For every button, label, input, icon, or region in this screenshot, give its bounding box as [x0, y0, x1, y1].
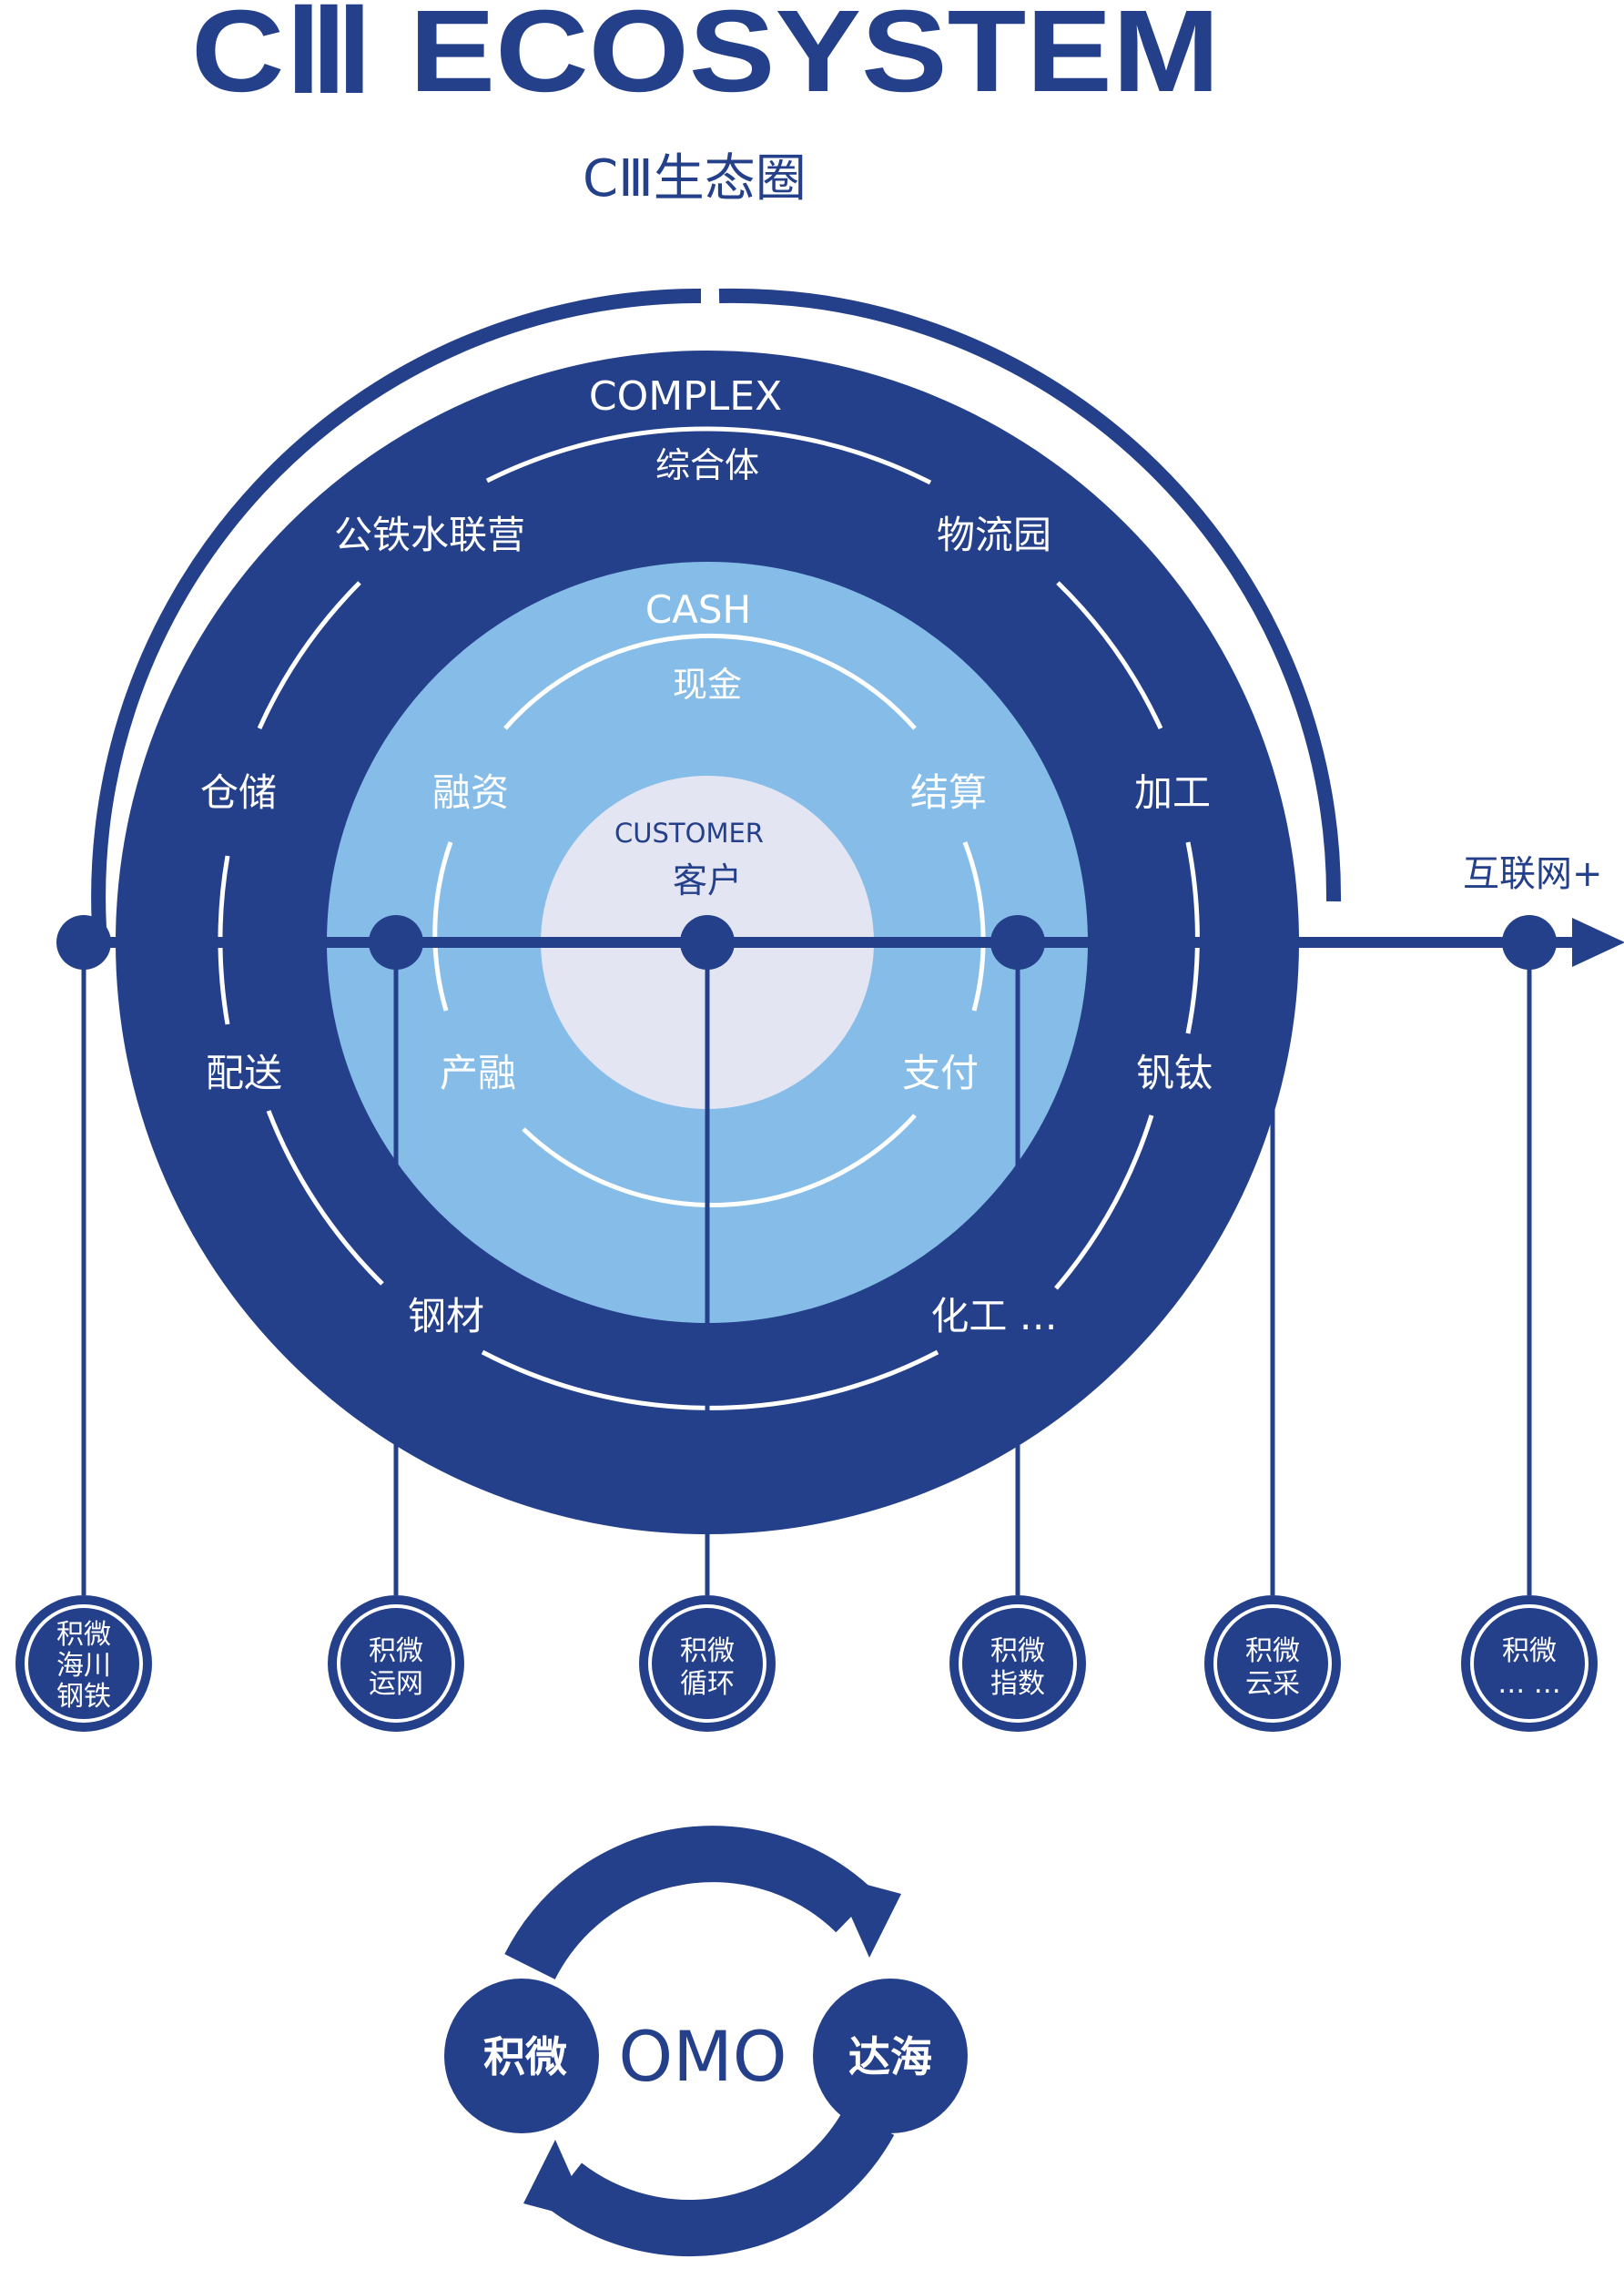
junction-dot	[1502, 915, 1557, 970]
omo-cycle: 积微 达海 OMO	[444, 1826, 968, 2256]
omo-right-label: 达海	[848, 2032, 932, 2081]
node-1[interactable]: 积微 运网	[328, 1595, 464, 1732]
page-title: CⅢ ECOSYSTEM	[191, 0, 1220, 117]
cash-item: 融资	[432, 770, 509, 815]
complex-sub-label: 综合体	[655, 445, 759, 485]
node-label: 指数	[990, 1668, 1045, 1700]
complex-item: 仓储	[200, 770, 277, 815]
complex-item: 加工	[1134, 770, 1211, 815]
complex-item: 钢材	[408, 1294, 484, 1338]
omo-arrow-top	[833, 1876, 901, 1958]
cash-item: 支付	[902, 1051, 979, 1095]
node-label: 海川	[56, 1650, 111, 1682]
omo-left-circle	[444, 1979, 599, 2133]
node-label: 云采	[1245, 1668, 1300, 1700]
node-label: 循环	[680, 1668, 735, 1700]
omo-center-label: OMO	[618, 2016, 787, 2097]
junction-dot	[990, 915, 1045, 970]
cash-item: 产融	[440, 1051, 516, 1095]
complex-item: 配送	[206, 1051, 282, 1095]
omo-right-circle	[813, 1979, 968, 2133]
complex-label: COMPLEX	[589, 373, 782, 420]
complex-item: 钒钛	[1136, 1051, 1213, 1095]
connectors-inside-dark	[393, 947, 1020, 1293]
arrow-head	[1572, 918, 1624, 967]
omo-arc-top	[504, 1826, 876, 1980]
cash-item: 结算	[910, 770, 987, 815]
node-2[interactable]: 积微 循环	[639, 1595, 776, 1732]
outer-arc-right	[718, 288, 1342, 902]
node-label: 钢铁	[56, 1681, 111, 1713]
customer-label: CUSTOMER	[614, 818, 764, 849]
node-label: 积微	[1502, 1635, 1557, 1667]
node-label: 积微	[680, 1635, 735, 1667]
node-4[interactable]: 积微 云采	[1204, 1595, 1341, 1732]
junction-dot	[680, 915, 735, 970]
node-label: 运网	[369, 1668, 423, 1700]
page-subtitle: CⅢ生态圈	[583, 149, 807, 209]
cash-sub-label: 现金	[673, 665, 742, 705]
arrow-label: 互联网+	[1463, 853, 1603, 895]
cash-label: CASH	[645, 587, 751, 632]
complex-item: 公铁水联营	[334, 513, 525, 557]
complex-item: 化工 …	[930, 1294, 1057, 1338]
node-3[interactable]: 积微 指数	[949, 1595, 1086, 1732]
customer-sub-label: 客户	[673, 860, 742, 900]
junction-dot	[369, 915, 423, 970]
omo-arc-bottom	[547, 2107, 895, 2256]
cash-inner-arcs	[432, 633, 986, 1208]
junction-dots	[56, 915, 1557, 970]
node-0[interactable]: 积微 海川 钢铁	[15, 1595, 152, 1732]
node-label: 积微	[1245, 1635, 1300, 1667]
junction-dot	[56, 915, 111, 970]
node-label: 积微	[369, 1635, 423, 1667]
node-label: … …	[1497, 1668, 1561, 1700]
complex-items: 公铁水联营 物流园 仓储 加工 配送 钒钛 钢材 化工 …	[200, 513, 1213, 1338]
omo-left-label: 积微	[483, 2032, 567, 2081]
node-5[interactable]: 积微 … …	[1461, 1595, 1598, 1732]
omo-arrow-bottom	[523, 2140, 592, 2222]
cash-items: 融资 结算 产融 支付	[432, 770, 987, 1095]
outer-arc-left	[91, 288, 702, 943]
node-label: 积微	[990, 1635, 1045, 1667]
complex-item: 物流园	[937, 513, 1051, 557]
node-label: 积微	[56, 1619, 111, 1651]
